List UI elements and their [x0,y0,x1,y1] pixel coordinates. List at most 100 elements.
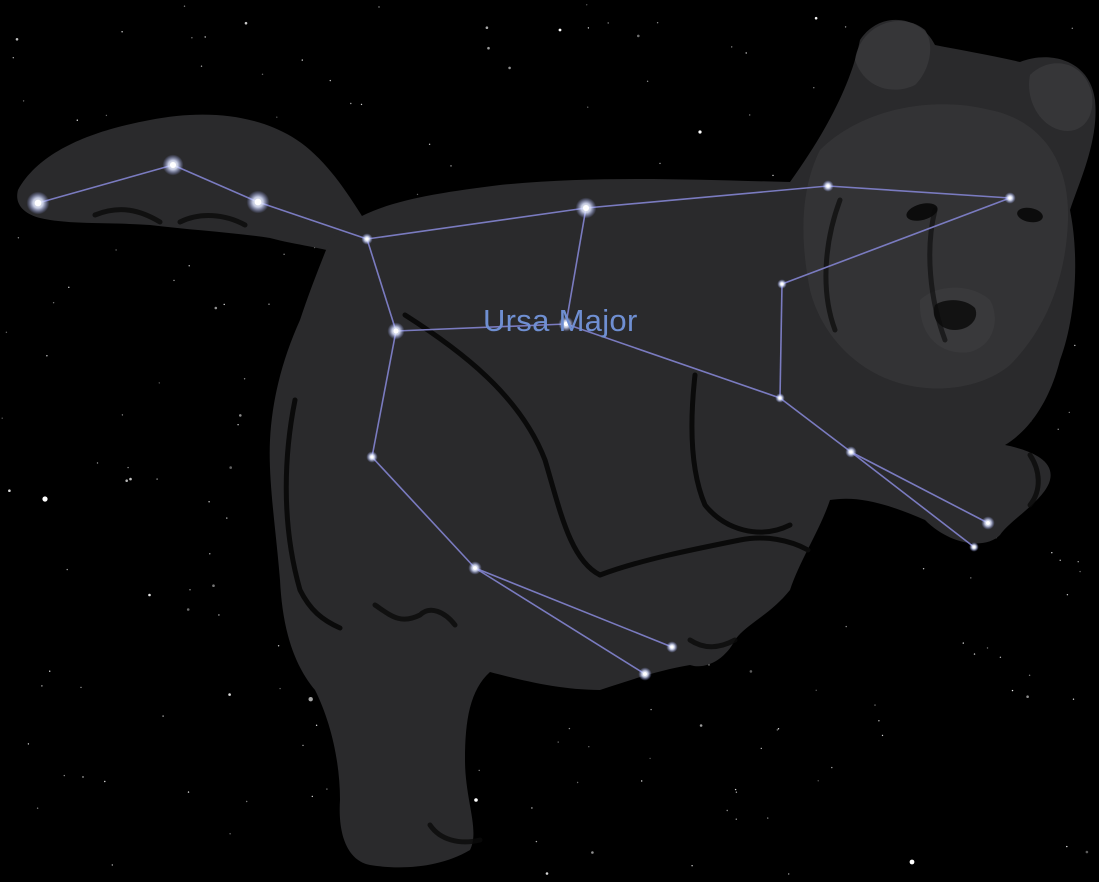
field-star [68,286,70,288]
field-star [41,685,43,687]
field-star [17,237,20,239]
star-hip2[interactable] [393,328,399,334]
field-star [308,697,313,702]
field-star [46,355,48,357]
star-tail1[interactable] [34,199,42,207]
star-chest[interactable] [780,282,784,286]
field-star [788,873,790,875]
field-star [52,302,55,304]
field-star [189,589,191,591]
field-star [558,28,562,32]
star-paw2[interactable] [986,521,990,525]
field-star [587,106,589,108]
field-star [276,116,278,118]
field-star [588,746,590,748]
field-star [186,608,190,611]
field-star [311,795,313,798]
field-star [698,130,702,134]
field-star [66,568,68,571]
field-star [80,686,82,689]
field-star [212,584,215,587]
field-star [111,864,114,866]
constellation-line [827,185,1011,199]
constellation-line [366,207,587,240]
star-tail3[interactable] [254,198,262,206]
field-star [767,817,769,819]
field-star [749,114,751,116]
field-star [244,21,248,25]
field-star [1085,850,1089,854]
field-star [1028,674,1031,676]
field-star [1051,552,1053,554]
star-knee[interactable] [778,396,782,400]
constellation-line [172,164,259,203]
field-star [378,6,380,8]
field-star [568,727,571,730]
constellation-line [474,567,646,675]
constellation-line [565,323,781,399]
field-star [188,265,190,267]
field-star [104,780,106,783]
field-star [878,720,880,722]
field-star [986,647,989,649]
constellation-line [366,238,397,332]
field-star [845,625,847,628]
field-star [277,645,280,647]
field-star [329,79,331,82]
field-star [63,774,65,777]
field-star [246,800,248,803]
star-tail2[interactable] [169,161,177,169]
star-mid[interactable] [563,321,569,327]
field-star [557,741,559,743]
field-star [637,34,640,38]
field-star [531,807,533,809]
field-star [1011,689,1014,692]
field-star [1074,344,1076,347]
field-star [691,865,693,867]
star-paw1[interactable] [849,450,853,454]
field-star [641,780,643,782]
field-star [922,568,925,570]
field-star [36,807,39,809]
field-star [302,744,304,747]
constellation-stars [26,154,1016,681]
field-star [815,689,817,691]
field-star [173,279,175,282]
field-star [228,693,231,696]
constellation-line [850,451,989,524]
field-star [478,769,480,772]
field-star [1057,428,1059,430]
star-back[interactable] [582,204,590,212]
star-shoulder[interactable] [826,184,830,188]
field-star [699,724,703,727]
field-star [243,378,246,380]
field-star [49,670,51,672]
field-star [82,776,84,778]
star-paw3[interactable] [972,545,976,549]
field-star [350,102,352,105]
field-star [208,501,210,503]
field-star [814,16,818,20]
field-star [1,417,3,419]
star-foot1[interactable] [670,645,674,649]
field-star [777,728,780,730]
field-star [96,462,99,464]
star-head[interactable] [1008,196,1012,200]
field-star [218,614,220,616]
star-leg2[interactable] [473,566,477,570]
star-hip[interactable] [365,237,369,241]
field-star [261,73,264,76]
field-star [187,791,190,793]
star-leg1[interactable] [370,455,374,459]
constellation-label[interactable]: Ursa Major [483,303,638,338]
field-star [760,747,762,750]
field-star [416,193,419,196]
field-star [115,249,117,251]
field-star [125,479,128,483]
constellation-line [850,451,975,548]
field-star [999,656,1002,658]
field-star [745,52,747,54]
field-star [586,4,588,6]
star-foot2[interactable] [643,672,647,676]
